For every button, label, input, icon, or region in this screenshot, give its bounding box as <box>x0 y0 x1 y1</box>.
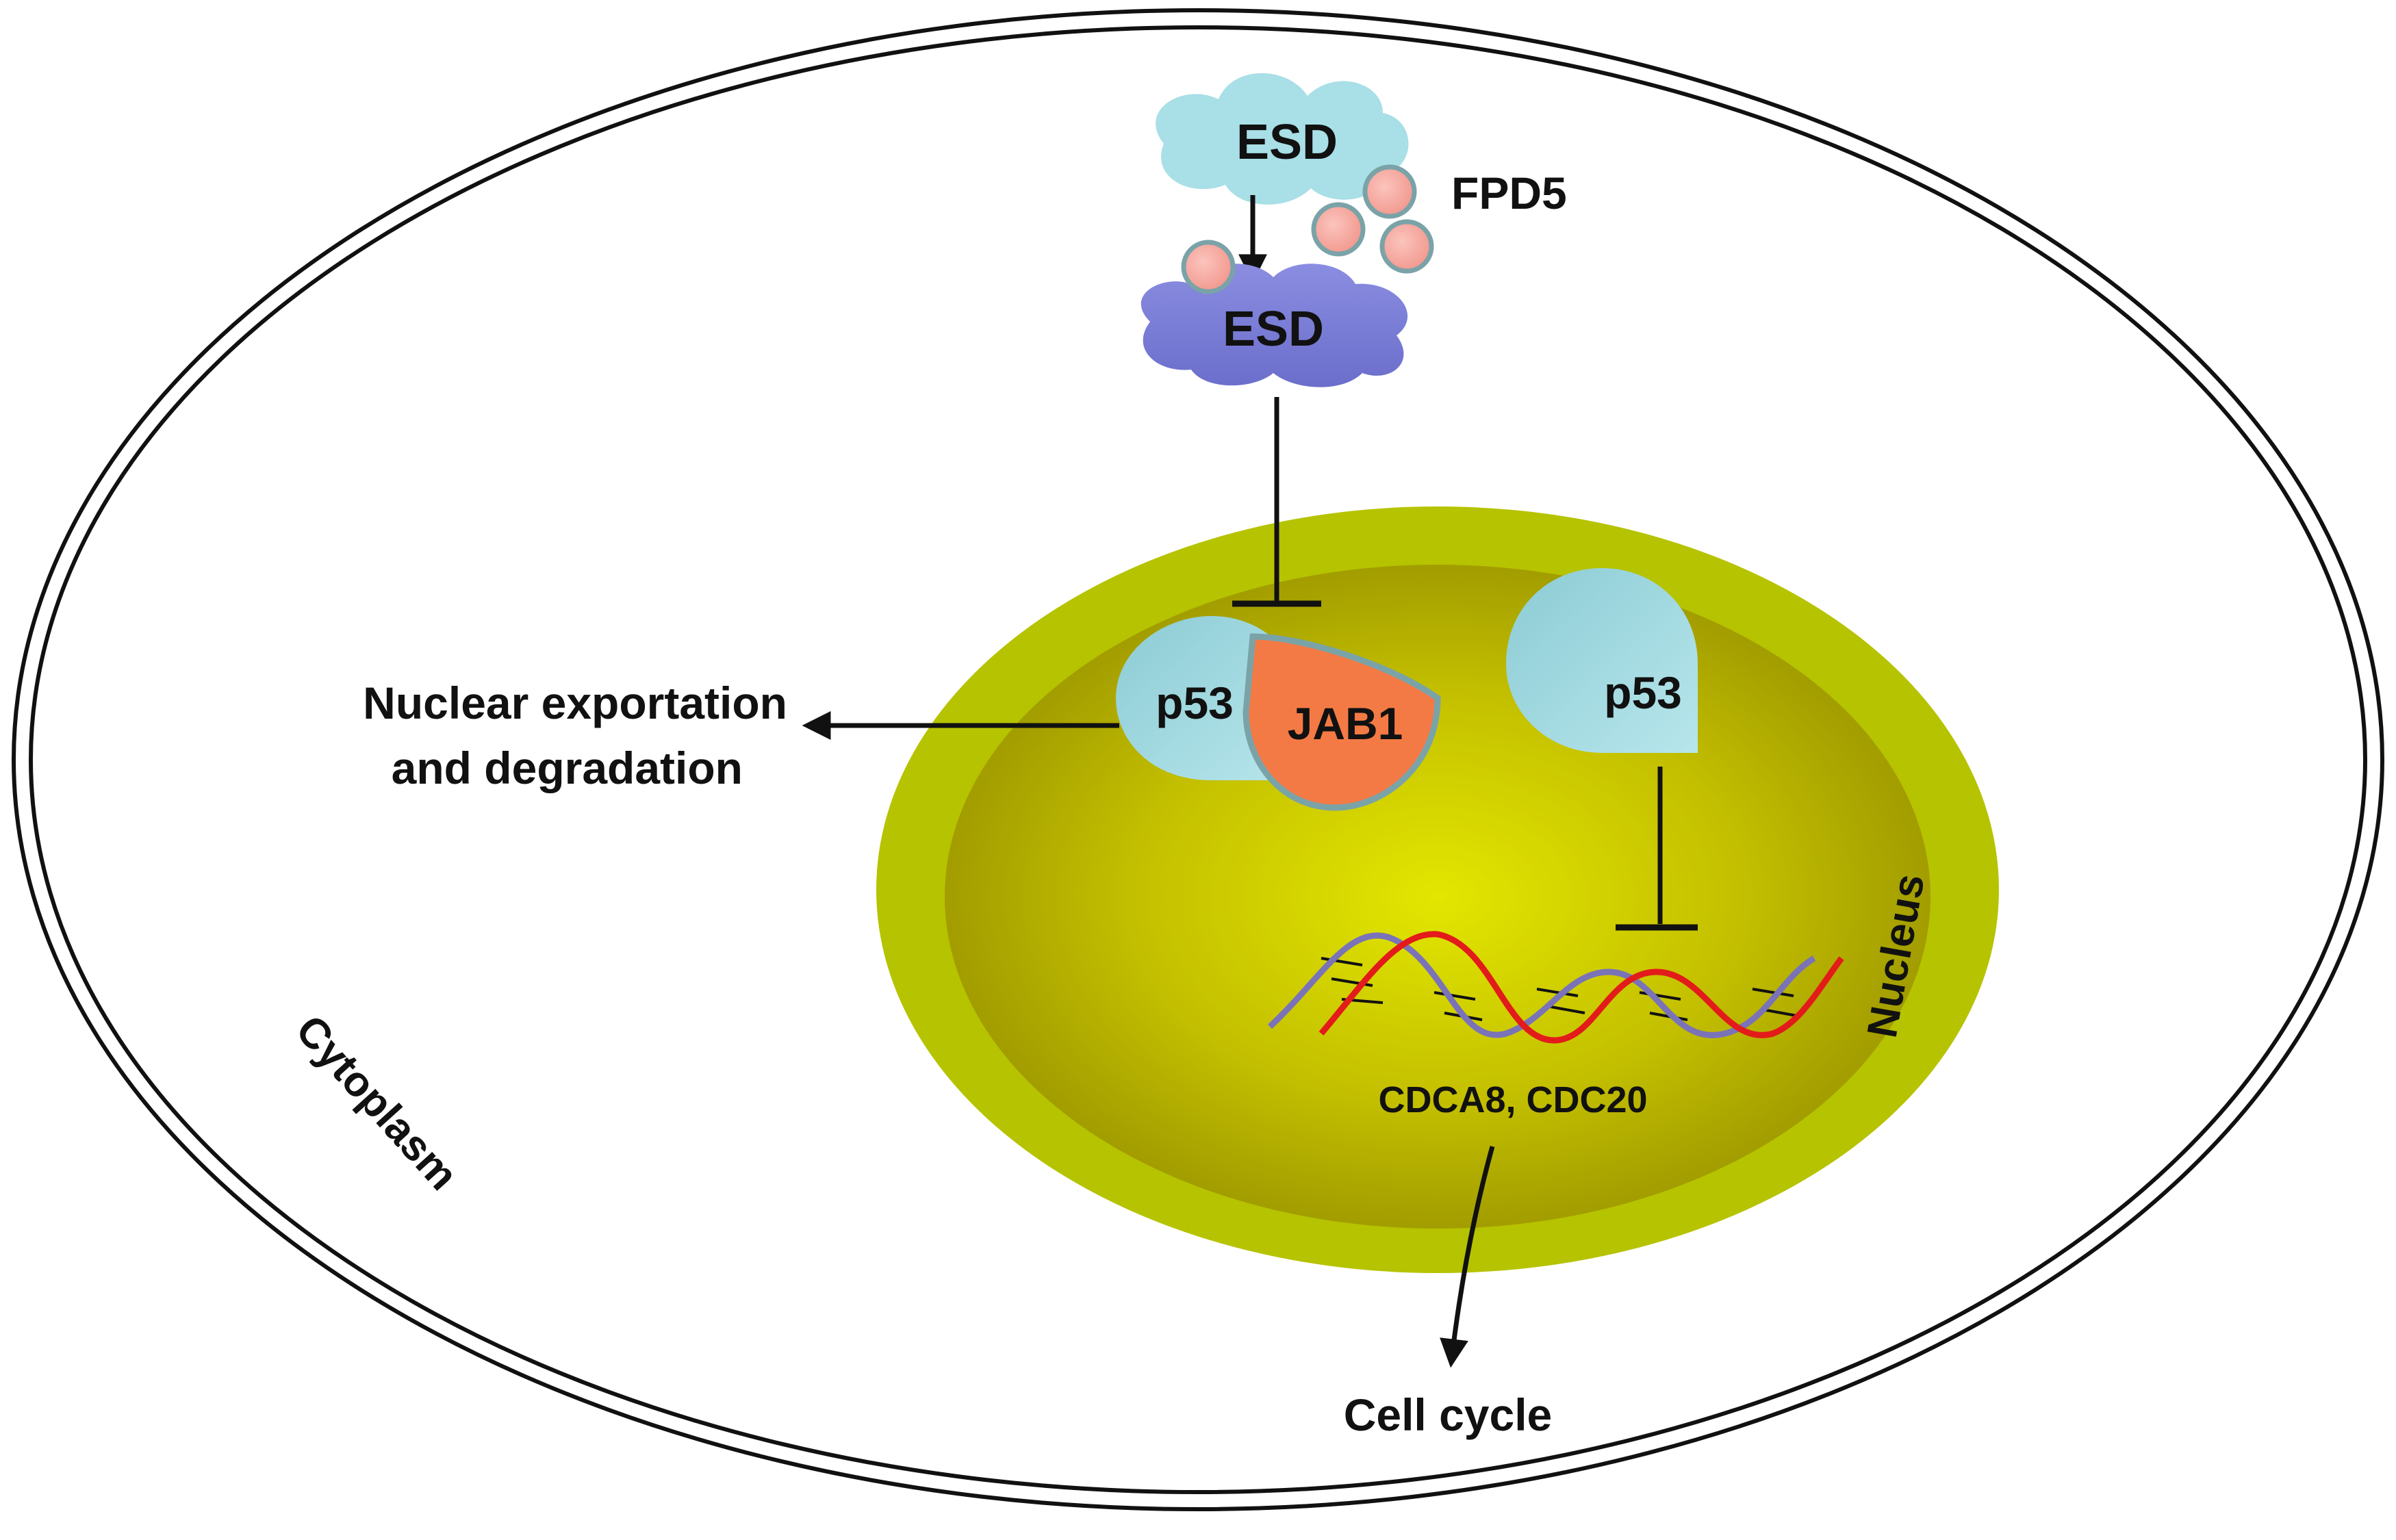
jab1-label: JAB1 <box>1288 698 1403 749</box>
esd-active-label: ESD <box>1223 302 1324 357</box>
esd-active-cloud: ESD <box>1140 264 1408 387</box>
dna-strand-purple <box>1267 932 1816 1038</box>
p53-jab1-complex: p53 JAB1 <box>1116 616 1441 811</box>
export-label-line2: and degradation <box>392 743 743 793</box>
p53-inhibition <box>1616 767 1698 931</box>
cell-cycle-label: Cell cycle <box>1344 1389 1553 1440</box>
fpd5-label: FPD5 <box>1451 168 1567 218</box>
p53-free-shape <box>1506 568 1698 753</box>
fpd5-molecule <box>1362 164 1417 219</box>
nucleus <box>876 506 1999 1273</box>
cell-cycle-arrow <box>1440 1146 1495 1368</box>
dna-helix <box>1267 931 1844 1044</box>
esd-inactive-label: ESD <box>1236 115 1338 170</box>
fpd5-molecule <box>1379 219 1434 274</box>
fpd5-molecule <box>1311 202 1366 257</box>
dna-strand-red <box>1318 931 1844 1044</box>
esd-inactive-cloud: ESD <box>1156 73 1409 205</box>
p53-free-label: p53 <box>1604 667 1682 718</box>
fpd5-molecules <box>1181 164 1434 294</box>
p53-free: p53 <box>1506 568 1698 753</box>
export-label-line1: Nuclear exportation <box>363 678 787 728</box>
p53-bound-label: p53 <box>1156 678 1234 728</box>
genes-label: CDCA8, CDC20 <box>1378 1079 1647 1120</box>
jab1-shape <box>1242 633 1441 811</box>
esd-inhibition <box>1232 397 1321 607</box>
fpd5-molecule <box>1181 240 1236 294</box>
